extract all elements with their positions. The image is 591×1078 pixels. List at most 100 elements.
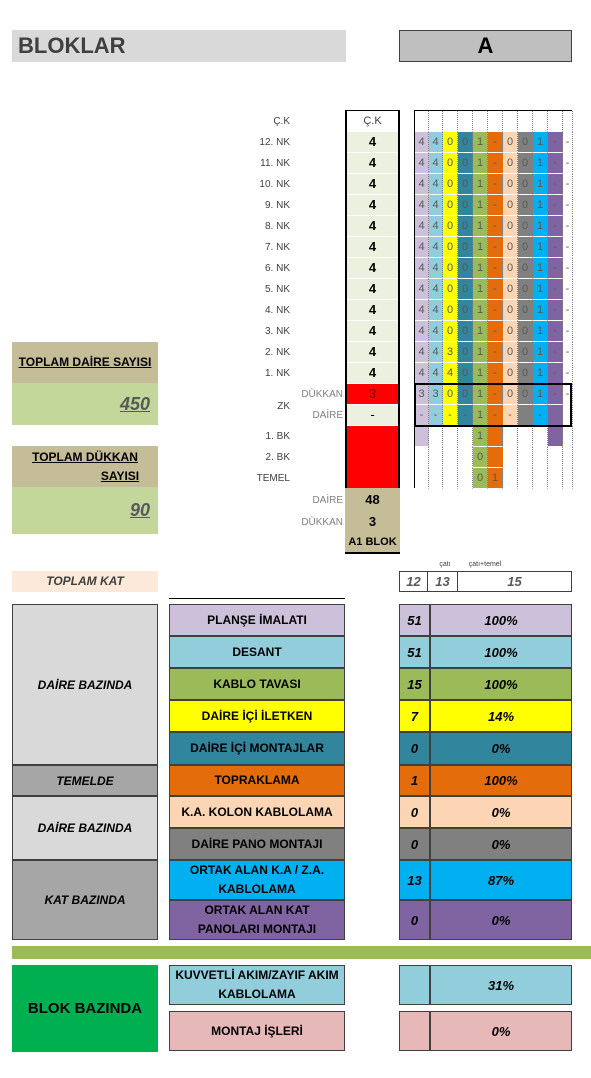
grid-cell: 0 bbox=[518, 342, 533, 363]
grid-cell: 0 bbox=[458, 321, 473, 342]
grid-cell bbox=[503, 447, 518, 468]
grid-cell: 0 bbox=[518, 195, 533, 216]
block-selector[interactable]: A bbox=[399, 30, 572, 62]
floor-value[interactable]: Ç.K bbox=[347, 111, 398, 132]
grid-cell: 1 bbox=[473, 174, 488, 195]
grid-cell bbox=[503, 468, 518, 489]
grid-cell: 0 bbox=[443, 384, 458, 405]
task-percent: 14% bbox=[430, 700, 572, 732]
zk-dukkan-value[interactable]: 3 bbox=[347, 384, 398, 405]
toplam-kat-col1: 12 bbox=[400, 572, 428, 591]
floor-label: 4. NK bbox=[264, 305, 290, 316]
floor-value[interactable]: 4 bbox=[347, 300, 398, 321]
grid-cell: 0 bbox=[443, 132, 458, 153]
grid-cell: - bbox=[488, 363, 503, 384]
floor-value[interactable]: 4 bbox=[347, 174, 398, 195]
floor-value[interactable]: 4 bbox=[347, 342, 398, 363]
grid-cell: 4 bbox=[429, 258, 443, 279]
grid-cell bbox=[503, 426, 518, 447]
floor-label: 8. NK bbox=[264, 221, 290, 232]
floor-label-2bk: 2. BK bbox=[265, 452, 290, 463]
grid-cell: 4 bbox=[415, 216, 429, 237]
grid-cell bbox=[563, 468, 573, 489]
grid-cell: - bbox=[548, 132, 563, 153]
blok-task-name: MONTAJ İŞLERİ bbox=[169, 1011, 345, 1051]
grid-cell: 4 bbox=[429, 342, 443, 363]
floor-label: 10. NK bbox=[259, 179, 290, 190]
task-count: 1 bbox=[399, 765, 430, 796]
floor-value[interactable]: 4 bbox=[347, 216, 398, 237]
grid-cell: - bbox=[488, 279, 503, 300]
grid-cell: 4 bbox=[429, 153, 443, 174]
grid-cell: 1 bbox=[473, 321, 488, 342]
floor-value[interactable]: 4 bbox=[347, 237, 398, 258]
floor-value[interactable]: 4 bbox=[347, 279, 398, 300]
grid-cell: - bbox=[548, 342, 563, 363]
toplam-kat-col3: 15 bbox=[507, 574, 522, 589]
floor-value[interactable]: 4 bbox=[347, 363, 398, 384]
grid-cell: 1 bbox=[533, 363, 548, 384]
floor-value[interactable]: 4 bbox=[347, 132, 398, 153]
blok-task-percent: 0% bbox=[430, 1011, 572, 1051]
grid-cell: 0 bbox=[518, 174, 533, 195]
floor-value[interactable]: 4 bbox=[347, 258, 398, 279]
grid-cell: - bbox=[563, 363, 573, 384]
grid-cell: 0 bbox=[458, 258, 473, 279]
grid-cell bbox=[415, 426, 429, 447]
grid-cell: 0 bbox=[503, 132, 518, 153]
grid-cell: 1 bbox=[473, 342, 488, 363]
grid-cell: 0 bbox=[518, 258, 533, 279]
grid-cell: - bbox=[548, 279, 563, 300]
floor-value[interactable]: 4 bbox=[347, 321, 398, 342]
task-percent: 0% bbox=[430, 828, 572, 860]
sum-daire-value: 48 bbox=[345, 488, 400, 511]
grid-cell: 1 bbox=[533, 195, 548, 216]
grid-cell: 1 bbox=[473, 216, 488, 237]
grid-cell: 0 bbox=[518, 363, 533, 384]
page-title: BLOKLAR bbox=[12, 30, 346, 62]
grid-cell: 0 bbox=[458, 300, 473, 321]
floor-label: 3. NK bbox=[264, 326, 290, 337]
task-percent: 87% bbox=[430, 860, 572, 900]
grid-cell: - bbox=[563, 258, 573, 279]
grid-cell: 1 bbox=[533, 384, 548, 405]
grid-cell: 0 bbox=[443, 279, 458, 300]
grid-cell: 4 bbox=[429, 300, 443, 321]
task-count: 0 bbox=[399, 900, 430, 940]
floor-label: 5. NK bbox=[264, 284, 290, 295]
grid-cell bbox=[429, 426, 443, 447]
grid-cell: - bbox=[488, 342, 503, 363]
grid-cell: - bbox=[548, 216, 563, 237]
sum-daire-label: DAİRE bbox=[312, 495, 343, 506]
task-name: DAİRE PANO MONTAJI bbox=[169, 828, 345, 860]
task-name: DAİRE İÇİ MONTAJLAR bbox=[169, 732, 345, 765]
grid-cell: 0 bbox=[503, 258, 518, 279]
grid-cell bbox=[488, 426, 503, 447]
grid-cell: - bbox=[548, 258, 563, 279]
grid-cell: 1 bbox=[533, 342, 548, 363]
grid-cell: 0 bbox=[503, 363, 518, 384]
task-count: 0 bbox=[399, 796, 430, 828]
task-percent: 0% bbox=[430, 796, 572, 828]
grid-cell: 4 bbox=[415, 258, 429, 279]
grid-cell bbox=[518, 426, 533, 447]
grid-cell: - bbox=[548, 174, 563, 195]
grid-cell bbox=[533, 447, 548, 468]
grid-cell: 0 bbox=[518, 153, 533, 174]
floor-label: 7. NK bbox=[264, 242, 290, 253]
grid-cell: - bbox=[563, 216, 573, 237]
grid-cell: - bbox=[563, 132, 573, 153]
grid-cell: 0 bbox=[443, 300, 458, 321]
grid-cell: 0 bbox=[518, 132, 533, 153]
grid-cell: - bbox=[563, 342, 573, 363]
floor-value[interactable]: 4 bbox=[347, 195, 398, 216]
zk-daire-value[interactable]: - bbox=[347, 405, 398, 426]
grid-cell bbox=[563, 111, 573, 132]
grid-cell: - bbox=[563, 174, 573, 195]
zk-daire-label: DAİRE bbox=[312, 410, 343, 421]
grid-cell: 0 bbox=[473, 468, 488, 489]
grid-cell: 0 bbox=[458, 216, 473, 237]
zk-label: ZK bbox=[277, 401, 290, 412]
floor-value[interactable]: 4 bbox=[347, 153, 398, 174]
grid-cell bbox=[548, 468, 563, 489]
